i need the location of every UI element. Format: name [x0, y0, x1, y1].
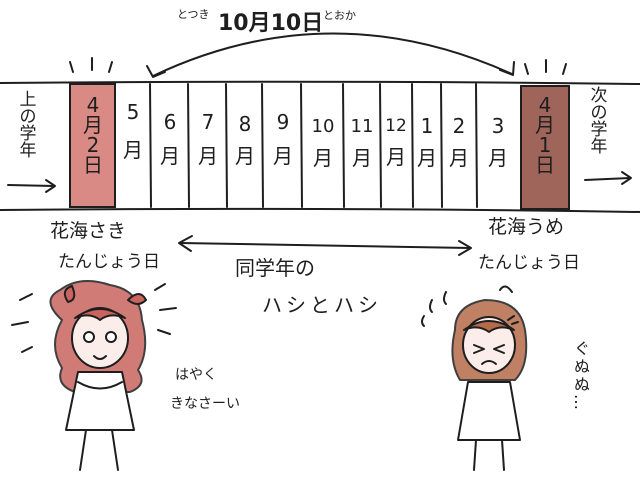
- month-cell: 1 月: [414, 116, 440, 168]
- month-number: 6: [163, 110, 177, 134]
- saki-motion-marks: [11, 283, 177, 353]
- left-label-char: 年: [19, 141, 37, 161]
- end-cell-fill: [520, 85, 570, 210]
- month-number: 1: [420, 114, 434, 138]
- end-cell-label: 4 月 1 日: [525, 95, 565, 175]
- month-unit: 月: [160, 144, 180, 168]
- left-label-char: 上: [19, 90, 37, 110]
- ume-sweat-marks: [421, 291, 447, 327]
- month-cell: 8 月: [230, 114, 260, 166]
- timeline-band: [0, 80, 640, 213]
- month-unit: 月: [198, 144, 218, 168]
- month-unit: 月: [352, 146, 372, 170]
- start-cell-char: 月: [83, 113, 103, 137]
- month-cell: 2 月: [444, 116, 474, 168]
- right-label: 次 の 学 年: [583, 88, 615, 156]
- start-cell-char: 日: [83, 153, 103, 177]
- month-unit: 月: [123, 138, 143, 162]
- top-arc-arrow: [146, 32, 515, 78]
- emphasis-marks: [69, 57, 567, 75]
- month-number: 7: [201, 110, 215, 134]
- end-cell-char: 日: [535, 153, 555, 177]
- month-cell: 3 月: [479, 116, 517, 168]
- month-unit: 月: [488, 146, 508, 170]
- ume-figure: [451, 285, 528, 471]
- month-number: 9: [276, 110, 290, 134]
- middle-caption-line2: ハシとハシ: [262, 293, 382, 317]
- month-cell: 9 月: [267, 112, 299, 166]
- month-dividers: [149, 83, 478, 208]
- ume-speech: ぐぬぬ…: [571, 340, 590, 412]
- end-cell-char: 1: [538, 133, 552, 157]
- saki-caption-line1: 花海さき: [50, 220, 127, 242]
- month-unit: 月: [235, 144, 255, 168]
- month-cell: 12 月: [382, 116, 410, 169]
- left-label: 上 の 学 年: [13, 92, 43, 160]
- right-label-char: 年: [590, 137, 608, 157]
- month-cell: 11 月: [346, 116, 378, 170]
- end-cell-char: 月: [535, 113, 555, 137]
- header-small-label-2: とおか: [323, 9, 356, 22]
- month-cell: 6 月: [155, 112, 185, 166]
- right-label-char: 次: [590, 86, 608, 106]
- right-label-char: の: [590, 103, 608, 123]
- month-number: 8: [238, 112, 252, 136]
- month-number: 3: [491, 114, 505, 138]
- month-number: 10: [311, 116, 335, 137]
- month-unit: 月: [386, 145, 406, 169]
- month-number: 2: [452, 114, 466, 138]
- start-cell-char: 2: [86, 133, 100, 157]
- side-arrows: [7, 171, 632, 193]
- saki-speech-line1: はやく: [175, 367, 217, 383]
- month-number: 12: [385, 116, 407, 136]
- month-number: 5: [126, 100, 140, 124]
- saki-speech-line2: きなさーい: [170, 396, 240, 412]
- left-label-char: の: [19, 107, 37, 127]
- left-label-char: 学: [19, 124, 37, 144]
- middle-caption-line1: 同学年の: [235, 256, 315, 280]
- month-unit: 月: [449, 146, 469, 170]
- header-big-label: 10月10日: [218, 11, 324, 36]
- saki-caption-line2: たんじょう日: [58, 252, 160, 272]
- start-cell-label: 4 月 2 日: [73, 95, 113, 175]
- start-cell-fill: [69, 83, 116, 208]
- header-small-label: とつき: [177, 8, 210, 21]
- month-unit: 月: [417, 146, 437, 170]
- middle-double-arrow: [178, 235, 472, 256]
- right-label-char: 学: [590, 120, 608, 140]
- month-cell: 10 月: [305, 116, 341, 170]
- month-cell: 5 月: [119, 102, 147, 160]
- end-cell-char: 4: [538, 93, 552, 117]
- ume-caption-line1: 花海うめ: [488, 216, 565, 238]
- ume-caption-line2: たんじょう日: [478, 253, 580, 273]
- start-cell-char: 4: [86, 93, 100, 117]
- month-cell: 7 月: [193, 112, 223, 166]
- month-unit: 月: [313, 146, 333, 170]
- month-unit: 月: [273, 144, 293, 168]
- month-number: 11: [350, 116, 374, 137]
- saki-figure: [49, 280, 147, 471]
